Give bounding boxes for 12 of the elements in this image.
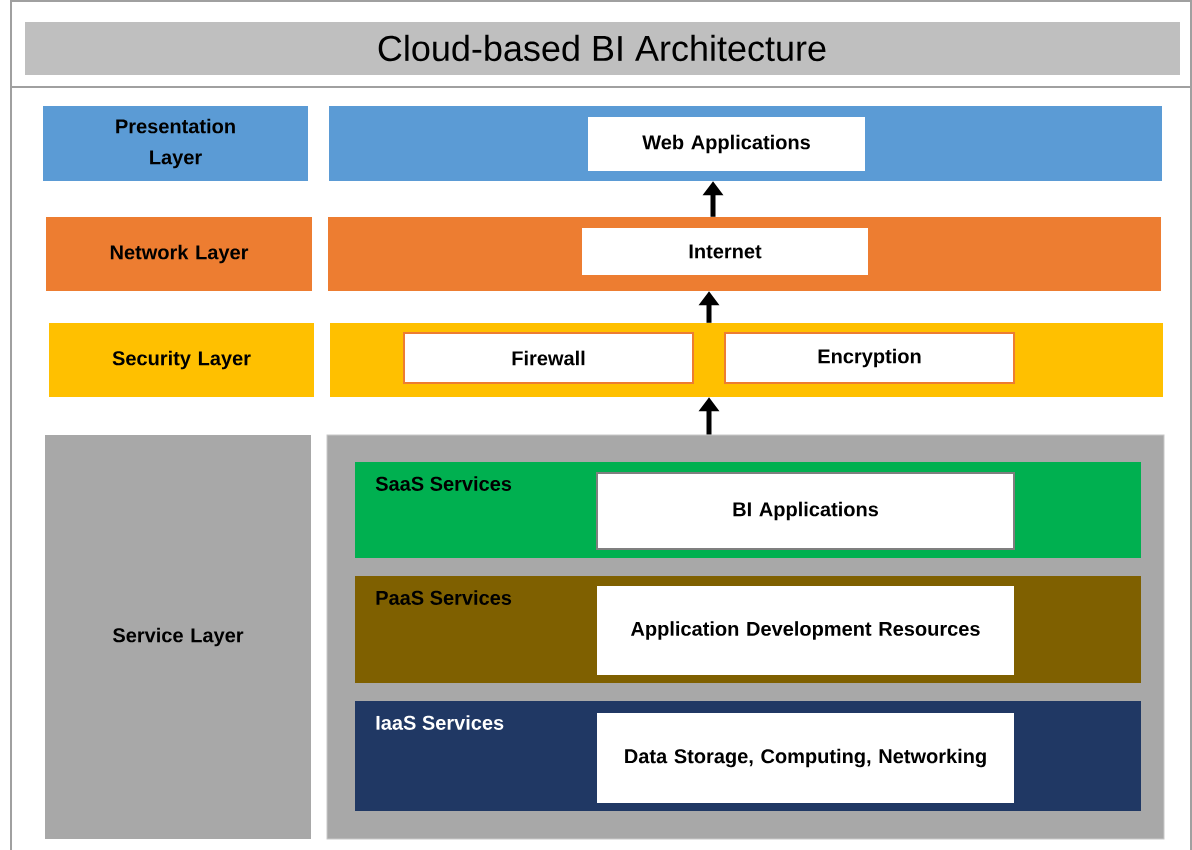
component-box: Web Applications: [588, 117, 865, 171]
layer-label-box: Security Layer: [49, 323, 314, 397]
layer-label-box: Network Layer: [46, 217, 312, 291]
layer-label-box: Presentation Layer: [43, 106, 308, 181]
component-box: Data Storage, Computing, Networking: [597, 713, 1014, 803]
component-box: Encryption: [724, 332, 1015, 384]
layer-label-box: Service Layer: [45, 435, 311, 839]
component-box: Internet: [582, 228, 868, 275]
component-box: Application Development Resources: [597, 586, 1014, 675]
component-box: BI Applications: [596, 472, 1015, 550]
title-bar: Cloud-based BI Architecture: [25, 22, 1180, 75]
component-box: Firewall: [403, 332, 694, 384]
